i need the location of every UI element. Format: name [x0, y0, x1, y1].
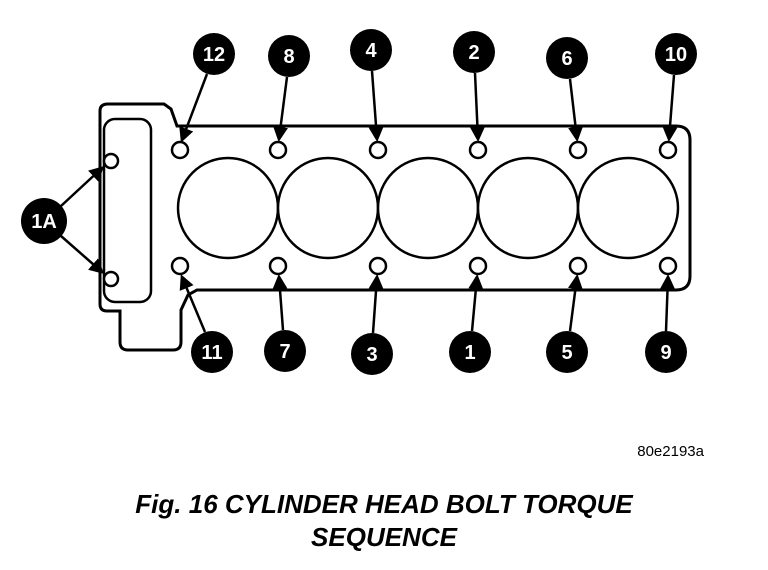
- caption-line-1: Fig. 16 CYLINDER HEAD BOLT TORQUE: [135, 489, 633, 519]
- arrow-bottom-7: [272, 274, 288, 331]
- arrow-bottom-9: [660, 274, 676, 332]
- badge-circle-bottom-3: [351, 333, 393, 375]
- badge-label-top-4: 4: [365, 40, 377, 62]
- badge-label-top-6: 6: [561, 48, 572, 70]
- badge-circle-bottom-11: [191, 331, 233, 373]
- badge-circle-bottom-7: [264, 330, 306, 372]
- badge-circle-1A: [21, 198, 67, 244]
- arrow-1A-top: [60, 165, 105, 207]
- badge-circle-top-10: [655, 33, 697, 75]
- arrow-top-2: [469, 72, 485, 142]
- callout-top-8: 8: [268, 35, 310, 142]
- bolt-hole-top-2: [268, 140, 288, 160]
- cylinder-bore-5: [576, 156, 680, 260]
- callout-top-12: 12: [179, 33, 235, 143]
- badge-label-bottom-11: 11: [201, 342, 222, 364]
- cylinder-bore-3: [376, 156, 480, 260]
- cylinder-bore-2: [276, 156, 380, 260]
- badge-label-bottom-3: 3: [366, 344, 377, 366]
- arrow-top-10: [662, 74, 678, 142]
- callout-top-10: 10: [655, 33, 697, 142]
- badge-circle-bottom-5: [546, 331, 588, 373]
- callout-bottom-5: 5: [546, 274, 588, 373]
- arrow-bottom-3: [368, 274, 384, 334]
- callout-top-2: 2: [453, 31, 495, 142]
- callout-bottom-11: 11: [179, 274, 233, 373]
- arrow-bottom-1: [468, 274, 484, 332]
- side-hole-bottom: [102, 270, 120, 288]
- badge-label-bottom-1: 1: [464, 342, 475, 364]
- callout-bottom-9: 9: [645, 274, 687, 373]
- badge-circle-top-2: [453, 31, 495, 73]
- left-end-slot: [102, 117, 153, 304]
- bolt-hole-bottom-6: [658, 256, 678, 276]
- bolt-hole-top-6: [658, 140, 678, 160]
- callout-bottom-1: 1: [449, 274, 491, 373]
- arrow-top-12: [179, 73, 209, 143]
- bolt-hole-bottom-2: [268, 256, 288, 276]
- badge-label-bottom-9: 9: [660, 342, 671, 364]
- badge-circle-top-4: [350, 29, 392, 71]
- arrow-bottom-11: [179, 274, 207, 333]
- badge-label-1A: 1A: [31, 211, 57, 233]
- side-hole-top: [102, 152, 120, 170]
- arrow-top-6: [568, 78, 584, 142]
- badge-circle-top-12: [193, 33, 235, 75]
- bolt-hole-top-4: [468, 140, 488, 160]
- badge-label-top-8: 8: [283, 46, 294, 68]
- callout-top-4: 4: [350, 29, 392, 142]
- cylinder-bore-1: [176, 156, 280, 260]
- bolt-hole-top-3: [368, 140, 388, 160]
- arrow-bottom-5: [568, 274, 583, 332]
- bolt-hole-bottom-4: [468, 256, 488, 276]
- badge-label-bottom-7: 7: [279, 341, 290, 363]
- badge-circle-top-6: [546, 37, 588, 79]
- caption-line-2: SEQUENCE: [311, 521, 457, 552]
- bolt-hole-bottom-5: [568, 256, 588, 276]
- cylinder-bore-4: [476, 156, 580, 260]
- badge-circle-top-8: [268, 35, 310, 77]
- torque-sequence-diagram: 1A 12 8 4 2 6: [21, 29, 705, 460]
- callout-top-6: 6: [546, 37, 588, 142]
- badge-circle-bottom-9: [645, 331, 687, 373]
- badge-circle-bottom-1: [449, 331, 491, 373]
- part-reference-code: 80e2193a: [637, 443, 704, 460]
- bolt-hole-top-5: [568, 140, 588, 160]
- bolt-hole-bottom-1: [170, 256, 190, 276]
- badge-label-top-12: 12: [203, 44, 225, 66]
- arrow-top-8: [273, 76, 289, 142]
- figure-caption: Fig. 16 CYLINDER HEAD BOLT TORQUE SEQUEN…: [0, 488, 768, 553]
- callout-1A: 1A: [21, 165, 105, 274]
- badge-label-bottom-5: 5: [561, 342, 572, 364]
- arrow-top-4: [368, 70, 384, 142]
- bolt-hole-top-1: [170, 140, 190, 160]
- badge-label-top-2: 2: [468, 42, 479, 64]
- arrow-1A-bottom: [60, 235, 105, 274]
- callout-bottom-3: 3: [351, 274, 393, 375]
- callout-bottom-7: 7: [264, 274, 306, 372]
- badge-label-top-10: 10: [665, 44, 687, 66]
- bolt-hole-bottom-3: [368, 256, 388, 276]
